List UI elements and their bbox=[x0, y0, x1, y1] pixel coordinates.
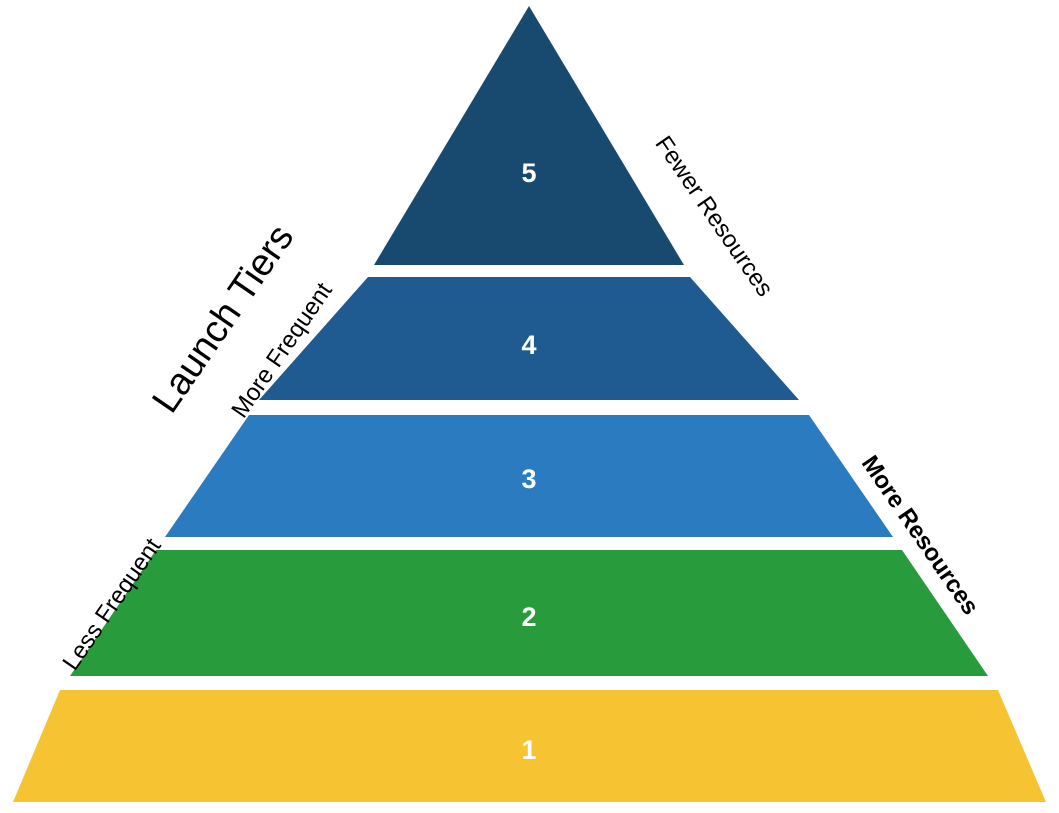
tier-2-number: 2 bbox=[521, 602, 536, 632]
tier-1-number: 1 bbox=[521, 735, 536, 765]
tier-4-number: 4 bbox=[521, 330, 536, 360]
pyramid-tier-3[interactable]: 3 bbox=[165, 415, 893, 537]
tier-5-number: 5 bbox=[521, 158, 536, 188]
tier-1-shape[interactable] bbox=[13, 690, 1046, 802]
tier-3-shape[interactable] bbox=[165, 415, 893, 537]
pyramid-tier-5[interactable]: 5 bbox=[374, 6, 684, 265]
tier-3-number: 3 bbox=[521, 464, 536, 494]
right-axis-label-fewer-resources: Fewer Resources bbox=[650, 131, 779, 301]
tier-2-shape[interactable] bbox=[70, 550, 988, 676]
tier-4-shape[interactable] bbox=[259, 277, 799, 400]
tier-5-shape[interactable] bbox=[374, 6, 684, 265]
pyramid-tier-2[interactable]: 2 bbox=[70, 550, 988, 676]
pyramid-tier-4[interactable]: 4 bbox=[259, 277, 799, 400]
pyramid-tier-1[interactable]: 1 bbox=[13, 690, 1046, 802]
